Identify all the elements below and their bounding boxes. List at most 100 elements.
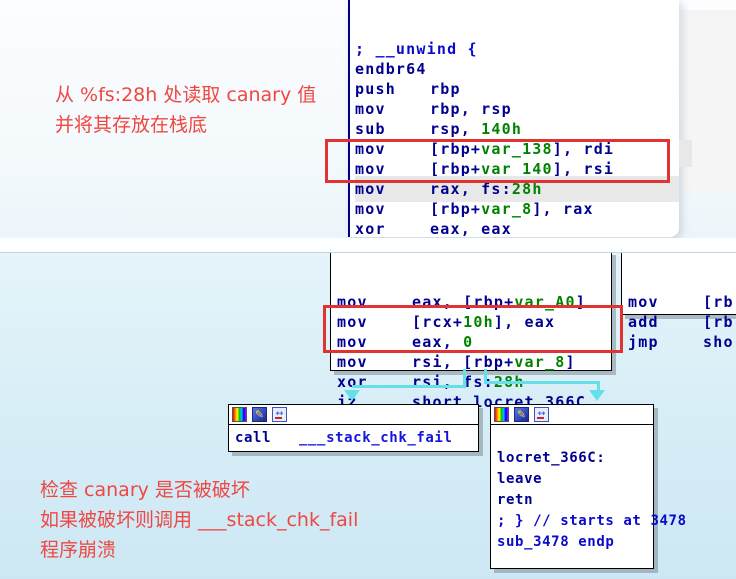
node-toolbar: ✎ ↔ — [229, 405, 478, 425]
asm-operand: [rb — [703, 293, 734, 311]
asm-line[interactable]: sub rsp, 140h — [355, 119, 679, 139]
asm-line[interactable]: call ___stack_chk_fail — [235, 425, 478, 451]
edit-comment-icon[interactable]: ✎ — [514, 407, 529, 422]
asm-operand: rbp — [430, 80, 461, 98]
asm-line[interactable]: mov [rcx+10h], eax — [337, 312, 611, 332]
asm-operand: ], eax — [493, 313, 556, 331]
asm-operand: [rcx+ — [412, 313, 464, 331]
asm-operand: rsi, [rbp+ — [412, 353, 515, 371]
asm-operand: [rb — [703, 313, 734, 331]
asm-line[interactable]: mov[rbp+var_140], rsi — [355, 159, 679, 179]
annotation-line: 并将其存放在栈底 — [55, 114, 208, 136]
asm-line[interactable]: jmp sho — [628, 332, 736, 352]
asm-mnemonic: push — [355, 80, 396, 98]
asm-operand: 28h — [511, 180, 543, 198]
asm-operand: 140h — [481, 120, 523, 138]
asm-operand: rsi, fs: — [412, 373, 494, 391]
asm-operand: locret_366C: — [497, 450, 606, 466]
asm-operand: rsp, — [430, 120, 482, 138]
stack-chk-fail-node[interactable]: ✎ ↔ call ___stack_chk_fail — [228, 404, 479, 452]
asm-operand: ; __unwind { — [355, 40, 478, 58]
canary-compare-highlight-box — [323, 305, 623, 353]
asm-operand: leave — [497, 471, 543, 487]
annotation-line: 检查 canary 是否被破坏 — [40, 479, 250, 501]
canary-read-highlight-box — [325, 139, 670, 183]
asm-operand: [rbp+ — [430, 200, 482, 218]
asm-operand: 10h — [463, 313, 494, 331]
locret-node[interactable]: ✎ ↔ locret_366C:leave retn ; } // starts a… — [490, 404, 686, 569]
asm-line[interactable]: leave — [497, 469, 653, 490]
asm-operand: ], rdi — [552, 140, 615, 158]
node-color-icon[interactable] — [494, 407, 509, 422]
asm-line[interactable]: ; } // starts at 3478 — [497, 511, 686, 532]
asm-mnemonic: mov — [337, 313, 368, 331]
asm-operand: sub_3478 endp — [497, 534, 615, 550]
loop-tail-node[interactable]: mov [rb add [rb jmp sho — [621, 253, 736, 351]
asm-operand: var_138 — [481, 140, 553, 158]
annotation-line: 从 %fs:28h 处读取 canary 值 — [55, 84, 317, 106]
asm-mnemonic: mov — [355, 100, 386, 118]
asm-line[interactable]: push rbp — [355, 79, 679, 99]
edge-true-vertical — [597, 381, 600, 391]
asm-line[interactable]: mov [rbp+var_138], rdi — [355, 139, 679, 159]
section-divider — [0, 238, 736, 252]
asm-mnemonic: endbr64 — [355, 60, 427, 78]
asm-mnemonic: xor — [355, 220, 386, 237]
asm-operand: var_140 — [481, 160, 553, 178]
asm-mnemonic: call — [235, 430, 272, 446]
asm-line[interactable]: sub_3478 endp — [497, 532, 653, 553]
asm-line[interactable]: add [rb — [628, 312, 736, 332]
asm-mnemonic: xor — [337, 373, 368, 391]
asm-operand: ___stack_chk_fail — [299, 430, 453, 446]
asm-operand: eax, eax — [430, 220, 512, 237]
asm-mnemonic: mov — [337, 353, 368, 371]
asm-operand: ] — [575, 293, 586, 311]
annotation-line: 程序崩溃 — [40, 539, 117, 561]
asm-operand: ], rax — [532, 200, 594, 218]
asm-line[interactable]: ; __unwind { — [355, 39, 679, 59]
asm-operand: sho — [703, 333, 734, 351]
asm-mnemonic: mov — [628, 293, 659, 311]
edge-false-horizontal — [352, 385, 466, 388]
asm-operand: [rbp+ — [430, 160, 482, 178]
asm-line[interactable]: mov [rb — [628, 292, 736, 312]
asm-line[interactable]: endbr64 — [355, 59, 679, 79]
edge-false-stub — [463, 369, 466, 388]
edge-true-arrow — [589, 390, 605, 401]
asm-line[interactable]: mov [rbp+var_8], rax — [355, 199, 679, 219]
asm-mnemonic: mov — [337, 333, 368, 351]
asm-operand: 0 — [463, 333, 474, 351]
current-line-highlight — [679, 140, 692, 167]
asm-mnemonic: mov — [355, 180, 386, 198]
asm-operand: var_8 — [481, 200, 533, 218]
group-nodes-icon[interactable]: ↔ — [534, 407, 549, 422]
node-color-icon[interactable] — [232, 407, 247, 422]
canary-read-annotation: 从 %fs:28h 处读取 canary 值 并将其存放在栈底 — [55, 80, 316, 140]
edge-false-arrow — [344, 390, 360, 401]
asm-line[interactable]: xor eax, eax — [355, 219, 679, 237]
group-nodes-icon[interactable]: ↔ — [272, 407, 287, 422]
asm-line[interactable]: mov rax, fs:28h — [355, 179, 679, 199]
asm-line[interactable]: retn — [497, 490, 653, 511]
asm-line[interactable]: locret_366C: — [497, 448, 653, 469]
asm-mnemonic: jmp — [628, 333, 659, 351]
edit-comment-icon[interactable]: ✎ — [252, 407, 267, 422]
asm-mnemonic: mov — [355, 140, 386, 158]
asm-operand: [rbp+ — [430, 140, 482, 158]
asm-mnemonic: mov — [355, 200, 386, 218]
asm-line[interactable]: mov rbp, rsp — [355, 99, 679, 119]
canary-check-annotation: 检查 canary 是否被破坏 如果被破坏则调用 ___stack_chk_fa… — [40, 475, 358, 565]
asm-operand: rax, fs: — [430, 180, 512, 198]
edge-true-stub — [484, 369, 487, 384]
asm-operand: ], rsi — [552, 160, 615, 178]
asm-operand: retn — [497, 492, 534, 508]
node-toolbar: ✎ ↔ — [491, 405, 653, 425]
asm-operand: ] — [565, 353, 576, 371]
asm-mnemonic: sub — [355, 120, 386, 138]
asm-mnemonic: add — [628, 313, 659, 331]
asm-operand: rbp, rsp — [430, 100, 512, 118]
